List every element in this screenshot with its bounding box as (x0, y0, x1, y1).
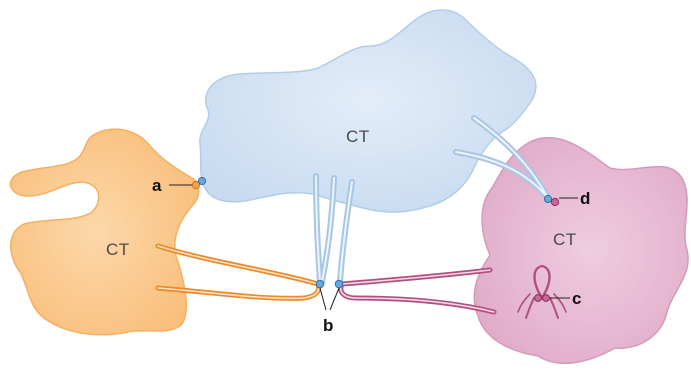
contact-c-left (534, 294, 542, 302)
ct-label-orange: CT (106, 240, 130, 259)
contact-a-orange (191, 180, 201, 190)
contact-b-left (315, 279, 325, 289)
callout-a: a (152, 176, 162, 195)
pink-fiber-loop (338, 267, 497, 315)
territory-pink (473, 136, 689, 365)
orange-fiber-loop (155, 243, 322, 301)
contact-c-right (542, 294, 550, 302)
leader-lines (169, 184, 578, 311)
blue-fiber-loop-d (453, 115, 551, 201)
territory-orange (9, 128, 200, 336)
contact-d-blue (543, 194, 553, 204)
callout-b: b (323, 316, 333, 335)
contact-b-right (334, 279, 344, 289)
ct-label-blue: CT (346, 127, 370, 146)
contact-a-blue (197, 176, 207, 186)
contact-d-pink (550, 197, 560, 207)
ct-label-pink: CT (553, 230, 577, 249)
blue-fiber-loop-b (313, 173, 355, 285)
territory-blue (199, 9, 537, 213)
callout-d: d (580, 189, 590, 208)
callout-c: c (572, 289, 581, 308)
pink-intra-loop-c (517, 264, 567, 319)
